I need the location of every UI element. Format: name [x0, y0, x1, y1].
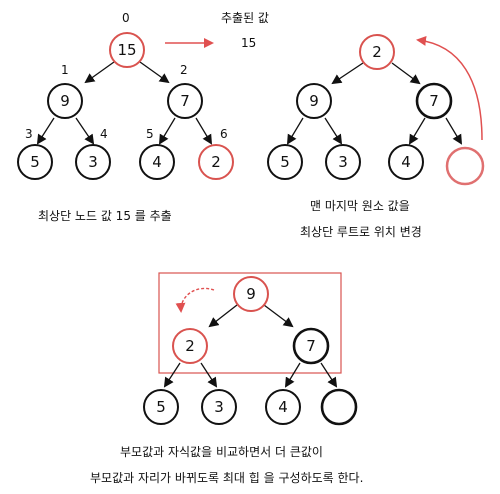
node-value: 5	[280, 153, 290, 171]
panel1-nodes: 15 9 7 5 3 4 2	[17, 32, 234, 180]
panel2-caption-line2: 최상단 루트로 위치 변경	[300, 225, 422, 239]
heap-node	[139, 144, 175, 180]
heap-node	[265, 389, 301, 425]
node-value: 2	[211, 153, 221, 171]
heap-node	[167, 83, 203, 119]
heap-node-empty	[320, 388, 358, 426]
node-value: 5	[30, 153, 40, 171]
heap-node	[267, 144, 303, 180]
node-value: 7	[306, 337, 316, 355]
extracted-label: 추출된 값	[221, 11, 269, 25]
node-value: 5	[156, 398, 166, 416]
index-label: 5	[146, 127, 154, 141]
panel3-edges	[163, 304, 338, 388]
index-label: 2	[180, 63, 188, 77]
heap-node	[388, 144, 424, 180]
panel2-caption-line1: 맨 마지막 원소 값을	[310, 199, 410, 213]
node-value: 7	[429, 92, 439, 110]
node-value: 15	[117, 41, 136, 59]
panel3-caption-line1: 부모값과 자식값을 비교하면서 더 큰값이	[120, 445, 323, 459]
node-value: 9	[309, 92, 319, 110]
panel2-edges	[286, 62, 463, 145]
heap-node	[233, 276, 269, 312]
index-label: 0	[122, 11, 130, 25]
index-label: 3	[25, 127, 33, 141]
swap-arrow	[175, 287, 215, 313]
heap-node	[296, 83, 332, 119]
index-label: 1	[61, 63, 69, 77]
heap-node	[325, 144, 361, 180]
heap-node	[415, 82, 453, 120]
heap-node	[359, 34, 395, 70]
node-value: 7	[180, 92, 190, 110]
index-label: 4	[100, 127, 108, 141]
node-value: 3	[338, 153, 348, 171]
panel1-caption: 최상단 노드 값 15 를 추출	[38, 209, 172, 223]
node-value: 2	[372, 43, 382, 61]
node-value: 9	[246, 285, 256, 303]
heap-node	[109, 32, 145, 68]
node-value: 4	[278, 398, 288, 416]
node-value: 3	[88, 153, 98, 171]
panel2-nodes: 2 9 7 5 3 4	[267, 34, 485, 186]
extracted-value: 15	[241, 36, 257, 50]
panel1-edges	[36, 61, 213, 145]
heap-node	[198, 144, 234, 180]
heap-node	[143, 389, 179, 425]
node-value: 4	[401, 153, 411, 171]
heap-node	[172, 328, 208, 364]
node-value: 9	[60, 92, 70, 110]
heap-node	[201, 389, 237, 425]
heap-node-empty	[445, 146, 485, 186]
panel3-caption-line2: 부모값과 자리가 바뀌도록 최대 힙 을 구성하도록 한다.	[90, 471, 364, 485]
heap-node	[75, 144, 111, 180]
heap-node	[17, 144, 53, 180]
index-label: 6	[220, 127, 228, 141]
panel3-nodes: 9 2 7 5 3 4	[143, 276, 358, 426]
swap-highlight-box	[158, 272, 342, 374]
node-value: 2	[185, 337, 195, 355]
heap-node	[292, 327, 330, 365]
heap-node	[47, 83, 83, 119]
node-value: 3	[214, 398, 224, 416]
node-value: 4	[152, 153, 162, 171]
move-to-root-arrow	[416, 35, 483, 141]
